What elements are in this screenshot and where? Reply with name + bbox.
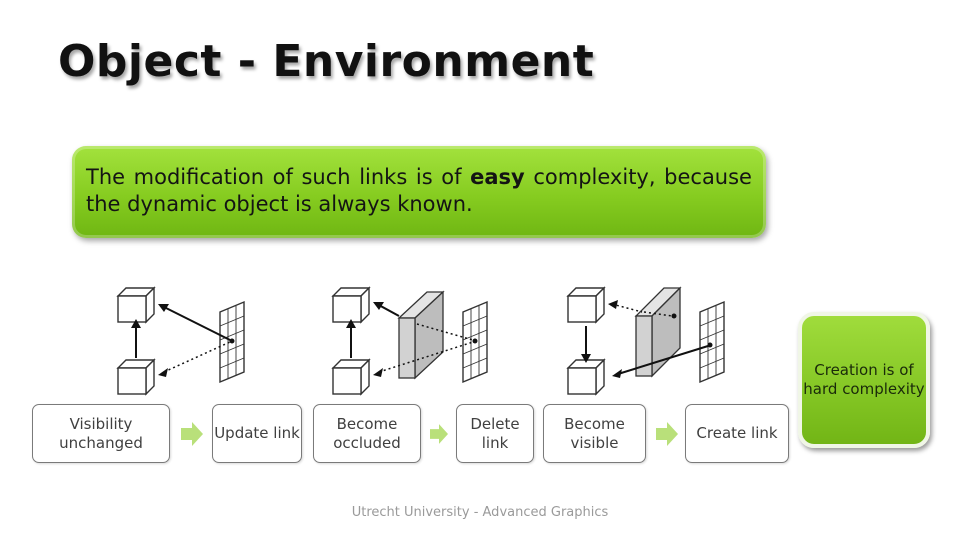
step-visibility-unchanged: Visibility unchanged bbox=[32, 404, 170, 463]
figure-become-visible bbox=[566, 286, 725, 396]
arrow-right-icon bbox=[656, 422, 678, 446]
arrow-right-icon bbox=[181, 422, 203, 446]
step-update-link: Update link bbox=[212, 404, 302, 463]
footer-text: Utrecht University - Advanced Graphics bbox=[351, 505, 609, 520]
callout-text-bold: easy bbox=[470, 165, 525, 189]
callout-text-pre: The modification of such links is of bbox=[86, 165, 471, 189]
callout-text: The modification of such links is of eas… bbox=[86, 164, 752, 218]
step-become-occluded: Become occluded bbox=[313, 404, 421, 463]
hard-complexity-box: Creation is of hard complexity bbox=[798, 312, 930, 448]
figure-visibility-unchanged bbox=[116, 286, 245, 396]
step-create-link: Create link bbox=[685, 404, 789, 463]
arrow-right-icon bbox=[430, 424, 448, 444]
complexity-callout: The modification of such links is of eas… bbox=[72, 146, 766, 238]
step-become-visible: Become visible bbox=[543, 404, 646, 463]
figure-become-occluded bbox=[331, 286, 488, 396]
callout-text-post: complexity, because the dynamic object i… bbox=[86, 165, 752, 216]
step-delete-link: Delete link bbox=[456, 404, 534, 463]
slide-title: Object - Environment bbox=[58, 36, 595, 87]
